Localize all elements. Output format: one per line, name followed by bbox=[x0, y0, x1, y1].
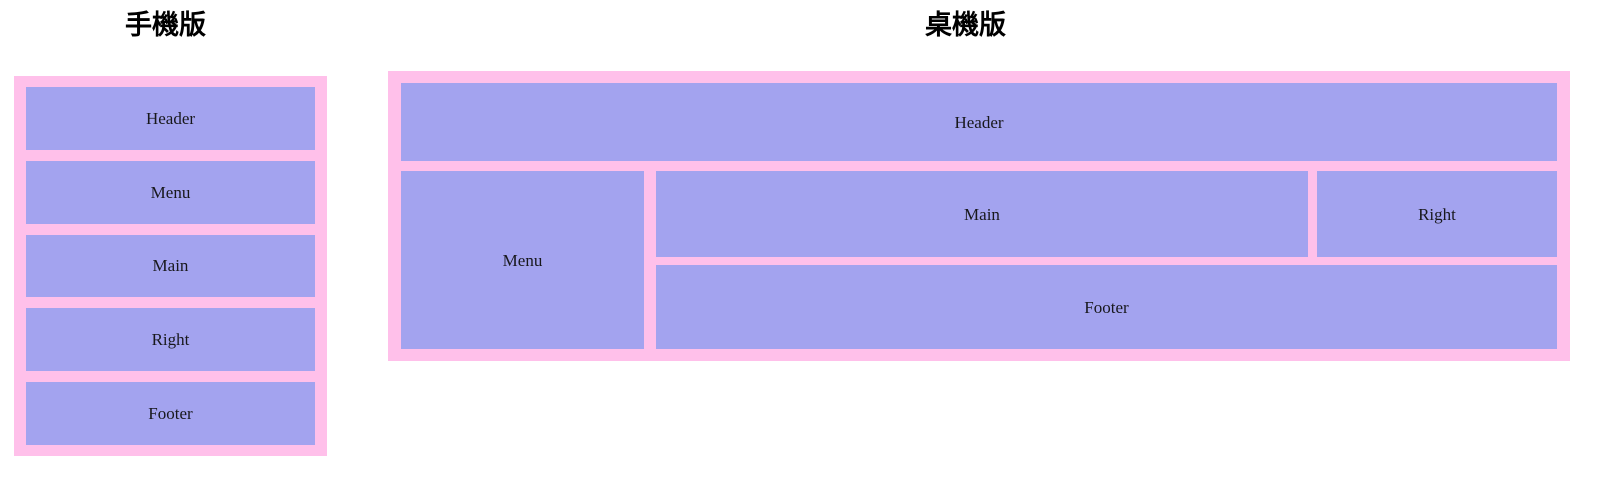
mobile-block-header: Header bbox=[26, 87, 315, 150]
mobile-layout-title: 手機版 bbox=[125, 10, 206, 41]
desktop-block-right: Right bbox=[1317, 171, 1557, 257]
mobile-block-footer: Footer bbox=[26, 382, 315, 445]
mobile-block-menu-label: Menu bbox=[150, 182, 191, 202]
mobile-block-menu: Menu bbox=[26, 160, 315, 224]
desktop-layout-container: Header Menu Main Right Footer bbox=[388, 71, 1570, 361]
mobile-block-right-label: Right bbox=[151, 330, 190, 350]
desktop-block-main: Main bbox=[656, 171, 1308, 257]
desktop-block-main-label: Main bbox=[964, 204, 1000, 224]
desktop-layout-title: 桌機版 bbox=[925, 10, 1006, 41]
desktop-block-header: Header bbox=[401, 83, 1557, 161]
mobile-block-footer-label: Footer bbox=[148, 404, 193, 424]
mobile-block-main: Main bbox=[26, 234, 315, 298]
desktop-block-menu: Menu bbox=[401, 171, 644, 349]
desktop-content-column: Main Right Footer bbox=[656, 171, 1557, 349]
desktop-block-right-label: Right bbox=[1418, 204, 1456, 224]
desktop-block-menu-label: Menu bbox=[502, 250, 543, 270]
mobile-block-right: Right bbox=[26, 308, 315, 372]
mobile-block-header-label: Header bbox=[145, 108, 196, 128]
desktop-block-footer-label: Footer bbox=[1084, 297, 1129, 317]
desktop-block-header-label: Header bbox=[954, 112, 1004, 132]
mobile-layout-container: Header Menu Main Right Footer bbox=[14, 76, 327, 456]
desktop-block-footer: Footer bbox=[656, 265, 1557, 349]
desktop-body-region: Menu Main Right Footer bbox=[401, 171, 1557, 349]
desktop-upper-row: Main Right bbox=[656, 171, 1557, 257]
mobile-block-main-label: Main bbox=[152, 256, 189, 276]
